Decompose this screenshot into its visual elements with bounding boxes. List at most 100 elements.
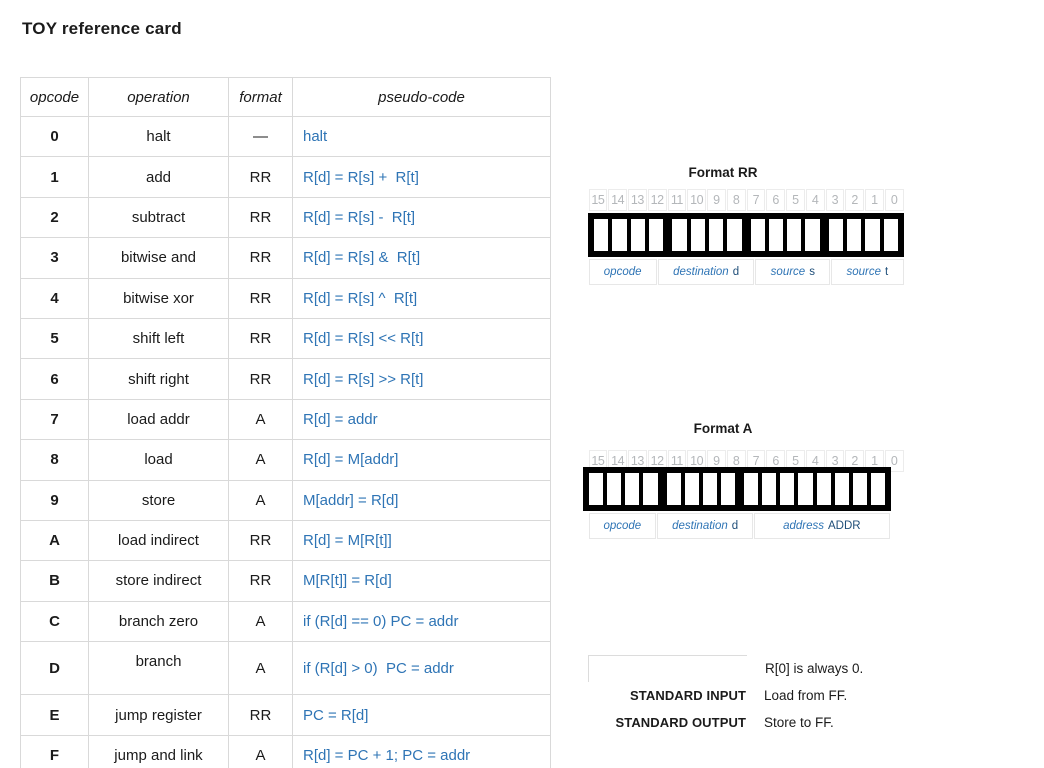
- operation-cell: shift right: [88, 358, 229, 400]
- bit-group: [589, 473, 658, 505]
- opcode-cell: E: [20, 694, 89, 736]
- bit-slot: [847, 219, 862, 251]
- bit-number: 0: [884, 450, 904, 472]
- notes-label: [588, 655, 747, 682]
- bit-number: 7: [746, 189, 766, 211]
- bit-slot: [708, 219, 724, 251]
- operation-cell: store indirect: [88, 560, 229, 602]
- opcode-cell: 7: [20, 398, 89, 441]
- pseudo-code-cell: R[d] = R[s] + R[t]: [292, 156, 551, 198]
- pseudo-code-cell: R[d] = R[s] & R[t]: [292, 237, 551, 279]
- pseudo-code-cell: M[R[t]] = R[d]: [292, 560, 551, 602]
- bit-slot: [589, 473, 604, 505]
- operation-cell: jump and link: [88, 734, 229, 768]
- operation-cell: subtract: [88, 196, 229, 239]
- operation-cell: bitwise xor: [88, 277, 229, 319]
- pseudo-code-cell: R[d] = R[s] << R[t]: [292, 317, 551, 360]
- bit-number: 2: [845, 189, 864, 211]
- format-cell: RR: [228, 237, 293, 279]
- bit-slot: [625, 473, 640, 505]
- operation-cell: branch zero: [88, 600, 229, 643]
- column-header-opcode: opcode: [20, 77, 89, 117]
- notes-text: Store to FF.: [764, 715, 834, 730]
- pseudo-code-cell: M[addr] = R[d]: [292, 479, 551, 521]
- pseudo-code-cell: R[d] = R[s] >> R[t]: [292, 358, 551, 400]
- notes-text: R[0] is always 0.: [765, 661, 864, 676]
- notes-row: R[0] is always 0.: [588, 655, 968, 682]
- field-suffix-text: s: [809, 266, 815, 278]
- opcode-cell: 2: [20, 196, 89, 239]
- bit-slot: [805, 219, 820, 251]
- bit-number: 9: [707, 189, 726, 211]
- format-cell: RR: [228, 317, 293, 360]
- bit-slot: [727, 219, 742, 251]
- opcode-cell: 0: [20, 115, 89, 158]
- bit-slot: [798, 473, 813, 505]
- format-a-title: Format A: [693, 421, 753, 436]
- format-cell: RR: [228, 358, 293, 400]
- field-suffix-text: ADDR: [827, 520, 861, 532]
- bit-slot: [834, 473, 849, 505]
- operation-cell: add: [88, 156, 229, 198]
- format-cell: A: [228, 734, 293, 768]
- bit-group: [750, 219, 820, 251]
- bit-slot: [750, 219, 765, 251]
- bit-slot: [643, 473, 658, 505]
- operation-cell: load: [88, 439, 229, 481]
- bit-slot: [648, 219, 664, 251]
- bit-number: 11: [667, 189, 687, 211]
- bit-slot: [702, 473, 717, 505]
- bit-number: 10: [687, 189, 706, 211]
- opcode-cell: 8: [20, 439, 89, 481]
- bit-number: 0: [884, 189, 904, 211]
- bit-number: 3: [825, 189, 845, 211]
- bit-group: [828, 219, 898, 251]
- bit-slot: [672, 219, 687, 251]
- field-label-opcode: opcode: [588, 259, 657, 285]
- operation-cell: jump register: [88, 694, 229, 736]
- bit-number: 5: [786, 189, 805, 211]
- pseudo-code-cell: R[d] = R[s] - R[t]: [292, 196, 551, 239]
- field-label-text: address: [783, 520, 824, 532]
- bit-slot: [666, 473, 681, 505]
- bit-group: [672, 219, 742, 251]
- format-cell: RR: [228, 694, 293, 736]
- opcode-cell: B: [20, 560, 89, 602]
- bit-slot: [883, 219, 898, 251]
- bit-number: 6: [766, 189, 785, 211]
- opcode-cell: C: [20, 600, 89, 643]
- bit-slot: [816, 473, 831, 505]
- bit-slot: [684, 473, 699, 505]
- pseudo-code-cell: if (R[d] == 0) PC = addr: [292, 600, 551, 643]
- field-label-opcode: opcode: [588, 513, 657, 539]
- bit-slot: [744, 473, 759, 505]
- format-cell: A: [228, 641, 293, 696]
- page-title: TOY reference card: [22, 19, 182, 38]
- bit-slot: [787, 219, 802, 251]
- bit-slot: [630, 219, 645, 251]
- format-cell: A: [228, 439, 293, 481]
- format-cell: RR: [228, 156, 293, 198]
- format-cell: A: [228, 398, 293, 441]
- opcode-cell: D: [20, 641, 89, 696]
- operation-cell: load indirect: [88, 519, 229, 562]
- bit-group: [744, 473, 885, 505]
- bit-number: 1: [865, 189, 884, 211]
